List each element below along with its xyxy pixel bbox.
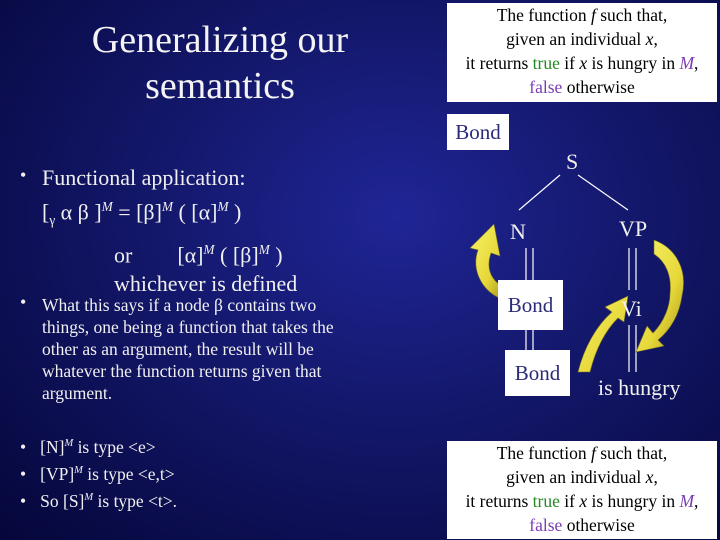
true-value: true	[532, 53, 560, 73]
functional-application-whichever: whichever is defined	[114, 271, 298, 297]
node-bond-n: Bond	[498, 280, 563, 330]
edge-s-n	[518, 174, 561, 211]
model-m: M	[679, 53, 695, 73]
function-definition-box-top: The function f such that, given an indiv…	[447, 3, 717, 102]
model-m: M	[679, 491, 695, 511]
type-s: •So [S]M is type <t>.	[20, 490, 178, 511]
functional-application-alt: or[α]M ( [β]M )	[114, 241, 283, 268]
slide-title: Generalizing our semantics	[91, 19, 349, 107]
type-vp: •[VP]M is type <e,t>	[20, 463, 175, 484]
edge-s-vp	[577, 174, 629, 211]
functional-application-formula: [γ α β ]M = [β]M ( [α]M )	[42, 199, 242, 228]
bond-denotation-tag: Bond	[447, 114, 509, 150]
type-n: •[N]M is type <e>	[20, 436, 156, 457]
false-value: false	[529, 515, 563, 535]
node-bond-leaf: Bond	[505, 350, 570, 396]
bullet-dot: •	[20, 292, 27, 312]
node-vp: VP	[619, 216, 648, 241]
node-is-hungry: is hungry	[598, 375, 681, 400]
right-curved-arrow	[635, 239, 684, 353]
node-vi: Vi	[621, 296, 642, 321]
left-curved-arrow	[469, 223, 506, 301]
node-n: N	[510, 219, 526, 244]
true-value: true	[532, 491, 560, 511]
bullet-dot: •	[20, 165, 27, 185]
node-s: S	[566, 149, 579, 174]
middle-curved-arrow	[577, 295, 629, 373]
function-definition-box-bottom: The function f such that, given an indiv…	[447, 441, 717, 539]
false-value: false	[529, 77, 563, 97]
functional-application-label: Functional application:	[42, 165, 246, 190]
